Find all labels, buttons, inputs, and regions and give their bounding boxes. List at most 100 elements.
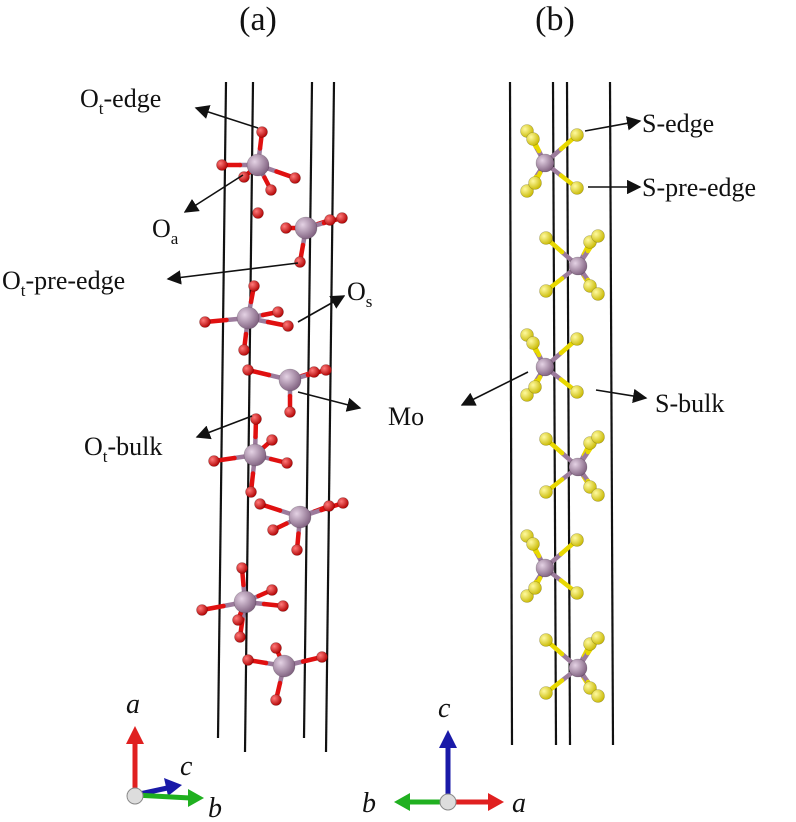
oxygen-atom	[316, 651, 328, 663]
oxygen-atom	[277, 600, 289, 612]
sulfur-atom	[583, 681, 597, 695]
sulfur-atom	[591, 229, 605, 243]
mo-atom	[278, 368, 302, 392]
oa-annotation: Oa	[152, 174, 244, 248]
oxygen-atom	[323, 500, 335, 512]
oa-label: Oa	[152, 214, 179, 248]
oxygen-atom	[291, 544, 303, 556]
oxygen-atom	[216, 159, 228, 171]
mo-atom	[243, 443, 267, 467]
sulfur-atom	[528, 581, 542, 595]
ot-bulk-label: Ot-bulk	[84, 432, 162, 466]
mo-atom	[535, 357, 555, 377]
sulfur-atom	[526, 537, 540, 551]
oxygen-atom	[245, 486, 257, 498]
oxygen-atom	[337, 497, 349, 509]
s-edge-label: S-edge	[642, 109, 714, 138]
oxygen-atom	[336, 212, 348, 224]
s-pre-edge-annotation: S-pre-edge	[588, 173, 756, 202]
axis-b-label: b	[208, 793, 222, 822]
ot-edge-annotation: Ot-edge	[80, 84, 259, 129]
axis-b-arrow	[134, 792, 191, 801]
sulfur-atom	[591, 430, 605, 444]
s-bulk-annotation: S-bulk	[595, 388, 724, 418]
oxygen-atom	[270, 694, 282, 706]
axis-c-label: c	[180, 751, 193, 782]
sulfur-atom	[591, 689, 605, 703]
sulfur-atom	[591, 488, 605, 502]
sulfur-atom	[520, 184, 534, 198]
oxygen-atom	[266, 584, 278, 596]
oxygen-atom	[242, 654, 254, 666]
panel-a-label: (a)	[239, 1, 277, 38]
oxygen-atom	[232, 614, 244, 626]
oxygen-atom	[272, 306, 284, 318]
axis-a-label: a	[126, 689, 140, 720]
unit-cell-lines-b	[508, 81, 615, 746]
oxygen-atom	[308, 366, 320, 378]
sulfur-atom	[526, 336, 540, 350]
sulfur-atom	[539, 686, 553, 700]
moo3-structure	[196, 126, 349, 706]
oxygen-atom	[281, 457, 293, 469]
oxygen-atom	[265, 184, 277, 196]
oxygen-atom	[252, 207, 264, 219]
mo-annotation: Mo	[297, 371, 529, 431]
oxygen-atom	[289, 172, 301, 184]
os-annotation: Os	[297, 277, 372, 323]
sulfur-atom	[539, 231, 553, 245]
oxygen-atom	[199, 316, 211, 328]
oxygen-atom	[234, 631, 246, 643]
oxygen-atom	[266, 434, 278, 446]
sulfur-atom	[591, 631, 605, 645]
sulfur-atom	[528, 176, 542, 190]
oxygen-atom	[320, 364, 332, 376]
oxygen-atom	[250, 413, 262, 425]
sulfur-atom	[539, 485, 553, 499]
oxygen-atom	[284, 406, 296, 418]
ot-edge-label: Ot-edge	[80, 84, 161, 118]
sulfur-atom	[570, 533, 584, 547]
mo-label: Mo	[388, 402, 424, 431]
mo-atom	[568, 457, 588, 477]
panel-b-label: (b)	[535, 1, 575, 38]
oxygen-atom	[248, 280, 260, 292]
mo-atom	[294, 216, 318, 240]
oxygen-atom	[254, 498, 266, 510]
oxygen-atom	[238, 344, 250, 356]
mo-atom	[568, 658, 588, 678]
unit-cell-lines-a	[216, 81, 336, 753]
mo-atom	[535, 558, 555, 578]
mo-atom	[535, 153, 555, 173]
oxygen-atom	[208, 455, 220, 467]
sulfur-atom	[570, 385, 584, 399]
sulfur-atom	[570, 128, 584, 142]
sulfur-atom	[539, 284, 553, 298]
oxygen-atom	[236, 562, 248, 574]
mo-atom	[272, 654, 296, 678]
axis-triad-b: c b a	[362, 693, 526, 819]
sulfur-atom	[570, 181, 584, 195]
ot-pre-edge-annotation: Ot-pre-edge	[2, 262, 299, 300]
sulfur-atom	[528, 380, 542, 394]
mo-atom	[246, 153, 270, 177]
axis-c-label-b: c	[438, 693, 451, 724]
axis-a-label-b: a	[512, 788, 526, 819]
sulfur-atom	[520, 388, 534, 402]
oxygen-atom	[324, 214, 336, 226]
oxygen-atom	[242, 364, 254, 376]
s-edge-annotation: S-edge	[584, 109, 714, 138]
mo-atom	[288, 505, 312, 529]
oxygen-atom	[196, 604, 208, 616]
mos2-structure	[520, 124, 605, 703]
sulfur-atom	[539, 633, 553, 647]
oxygen-atom	[280, 222, 292, 234]
mo-atom	[233, 590, 257, 614]
sulfur-atom	[570, 586, 584, 600]
os-label: Os	[347, 277, 372, 311]
sulfur-atom	[526, 132, 540, 146]
oxygen-atom	[282, 320, 294, 332]
s-bulk-label: S-bulk	[655, 389, 724, 418]
mo-atom	[236, 306, 260, 330]
